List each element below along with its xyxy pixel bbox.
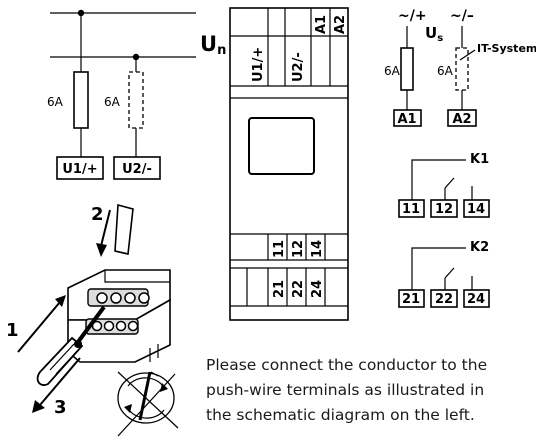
device-terminal-u1: U1/+ bbox=[251, 47, 266, 82]
device-terminal-u2: U2/- bbox=[291, 52, 306, 82]
arrow-step-1 bbox=[17, 301, 61, 353]
fuse-2 bbox=[128, 71, 144, 129]
terminal-u1-label: U1/+ bbox=[62, 162, 97, 177]
relay-k1: K1 11 12 14 bbox=[398, 152, 490, 218]
contact-arm bbox=[444, 177, 455, 189]
device-terminal-21: 21 bbox=[272, 280, 287, 298]
terminal-screw bbox=[138, 292, 150, 304]
device-terminal-a1: A1 bbox=[314, 15, 329, 34]
terminal-screw bbox=[103, 320, 115, 332]
relay-k2-terminal-21 bbox=[398, 289, 425, 308]
relay-k1-label: K1 bbox=[470, 152, 489, 167]
relay-k1-terminal-14 bbox=[463, 199, 490, 218]
relay-k2-label-24: 24 bbox=[467, 292, 485, 307]
terminal-a2 bbox=[447, 109, 477, 127]
arrow-step-3-head bbox=[32, 400, 45, 413]
arrow-step-2-head bbox=[96, 243, 107, 257]
relay-k2: K2 21 22 24 bbox=[398, 240, 490, 308]
arrow-step-2 bbox=[100, 209, 111, 247]
device-front: U1/+ U2/- A1 A2 11 12 14 21 22 24 bbox=[229, 7, 349, 321]
us-label: Us bbox=[425, 24, 443, 44]
terminal-u1 bbox=[56, 156, 104, 180]
device-terminal-11: 11 bbox=[272, 240, 287, 258]
caption-line-3: the schematic diagram on the left. bbox=[206, 406, 475, 424]
relay-k1-label-14: 14 bbox=[467, 202, 485, 217]
relay-k1-terminal-12 bbox=[430, 199, 458, 218]
device-terminal-a2: A2 bbox=[333, 15, 348, 34]
device-terminal-22: 22 bbox=[291, 280, 306, 298]
relay-k2-label-21: 21 bbox=[402, 292, 420, 307]
fuse-2-rating: 6A bbox=[104, 95, 121, 109]
terminal-screw bbox=[110, 292, 122, 304]
terminal-screw bbox=[91, 320, 103, 332]
step-1-label: 1 bbox=[6, 320, 19, 341]
relay-k1-label-11: 11 bbox=[402, 202, 420, 217]
terminal-screw bbox=[115, 320, 127, 332]
arrow-step-1-head bbox=[55, 295, 66, 307]
aux-fuse-2-rating: 6A bbox=[437, 64, 454, 78]
aux-plus-label: ~/+ bbox=[398, 8, 427, 24]
aux-fuse-1 bbox=[400, 47, 414, 91]
screwdriver-shaft bbox=[76, 305, 106, 344]
contact-arm bbox=[444, 267, 455, 279]
caption-line-1: Please connect the conductor to the bbox=[206, 356, 488, 374]
device-terminal-14: 14 bbox=[310, 240, 325, 258]
aux-supply: ~/+ ~/– Us IT-System 6A A1 6A A2 bbox=[384, 8, 536, 127]
device-terminal-24: 24 bbox=[310, 280, 325, 298]
fuse-1-rating: 6A bbox=[47, 95, 64, 109]
step-3-label: 3 bbox=[54, 397, 67, 418]
terminal-a1-label: A1 bbox=[397, 112, 416, 127]
supply-label: Un bbox=[200, 32, 226, 58]
terminal-u2-label: U2/- bbox=[122, 162, 152, 177]
supply-wiring: Un 6A U1/+ 6A U2/- bbox=[47, 9, 226, 180]
terminal-u2 bbox=[113, 156, 161, 180]
aux-fuse-2 bbox=[455, 47, 469, 91]
relay-k2-label-22: 22 bbox=[435, 292, 453, 307]
it-system-label: IT-System bbox=[477, 42, 536, 55]
relay-k2-label: K2 bbox=[470, 240, 489, 255]
relay-k2-terminal-22 bbox=[430, 289, 458, 308]
caption-line-2: push-wire terminals as illustrated in bbox=[206, 381, 485, 399]
push-wire-illustration: 2 1 3 bbox=[6, 203, 179, 437]
terminal-a2-label: A2 bbox=[452, 112, 471, 127]
terminal-a1 bbox=[393, 109, 422, 127]
instruction-caption: Please connect the conductor to the push… bbox=[206, 353, 536, 428]
no-rotate-icon bbox=[117, 371, 179, 437]
terminal-screw bbox=[96, 292, 108, 304]
terminal-screw bbox=[124, 292, 136, 304]
step-2-label: 2 bbox=[91, 204, 104, 225]
device-display bbox=[248, 117, 315, 175]
arrow-step-3 bbox=[39, 357, 81, 406]
screwdriver-blade bbox=[114, 203, 134, 255]
terminal-screw bbox=[127, 320, 139, 332]
relay-k2-terminal-24 bbox=[463, 289, 490, 308]
it-system-pointer bbox=[459, 49, 476, 61]
relay-k1-terminal-11 bbox=[398, 199, 425, 218]
aux-minus-label: ~/– bbox=[450, 8, 474, 24]
device-terminal-12: 12 bbox=[291, 240, 306, 258]
relay-k1-label-12: 12 bbox=[435, 202, 453, 217]
aux-fuse-1-rating: 6A bbox=[384, 64, 401, 78]
fuse-1 bbox=[73, 71, 89, 129]
